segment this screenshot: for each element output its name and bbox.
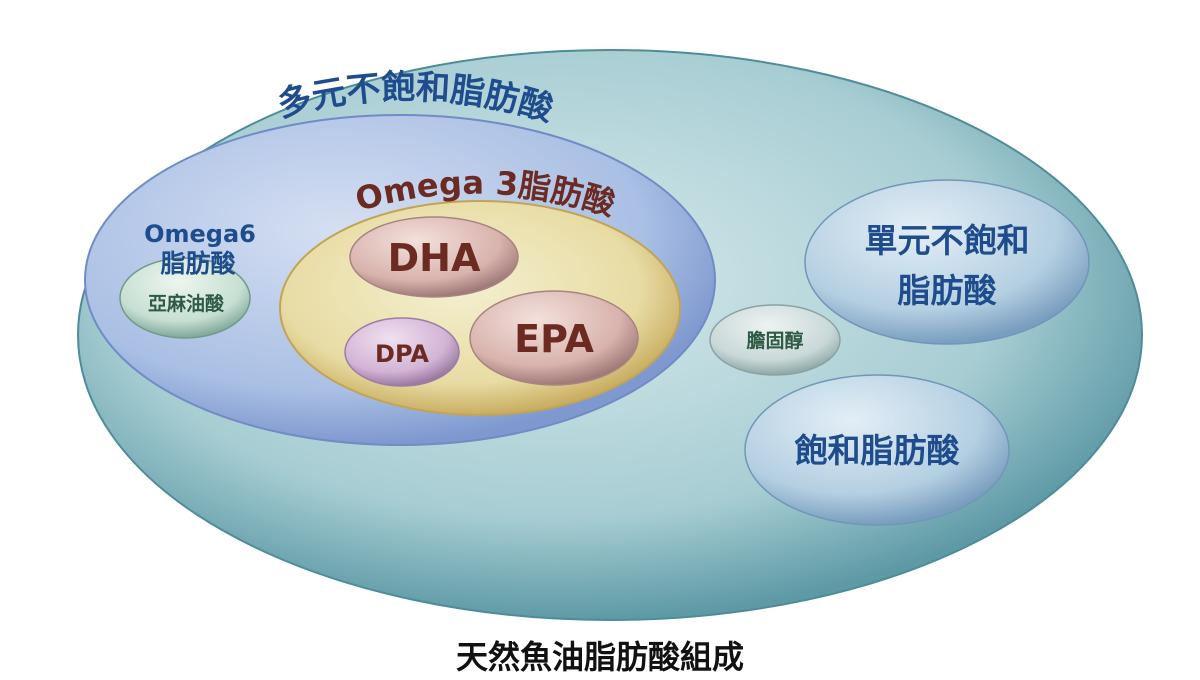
dpa-ellipse: [344, 317, 460, 387]
omega6-label-line1: Omega6: [144, 220, 256, 248]
linoleic-acid-label: 亞麻油酸: [148, 292, 225, 315]
monounsaturated-label-line1: 單元不飽和: [865, 221, 1030, 260]
saturated-label: 飽和脂肪酸: [795, 431, 961, 470]
saturated-ellipse: [744, 374, 1010, 526]
epa-ellipse: [469, 290, 639, 386]
dha-ellipse: [349, 216, 519, 298]
diagram-caption: 天然魚油脂肪酸組成: [456, 638, 744, 676]
monounsaturated-ellipse: [804, 179, 1090, 345]
dpa-label: DPA: [375, 340, 429, 368]
cholesterol-ellipse: [709, 304, 841, 376]
cholesterol-label: 膽固醇: [745, 329, 803, 352]
dha-label: DHA: [388, 236, 481, 280]
omega6-ellipse: [119, 257, 251, 339]
epa-label: EPA: [514, 317, 594, 361]
omega6-label-line2: 脂肪酸: [160, 249, 236, 278]
monounsaturated-label-line2: 脂肪酸: [898, 271, 998, 310]
